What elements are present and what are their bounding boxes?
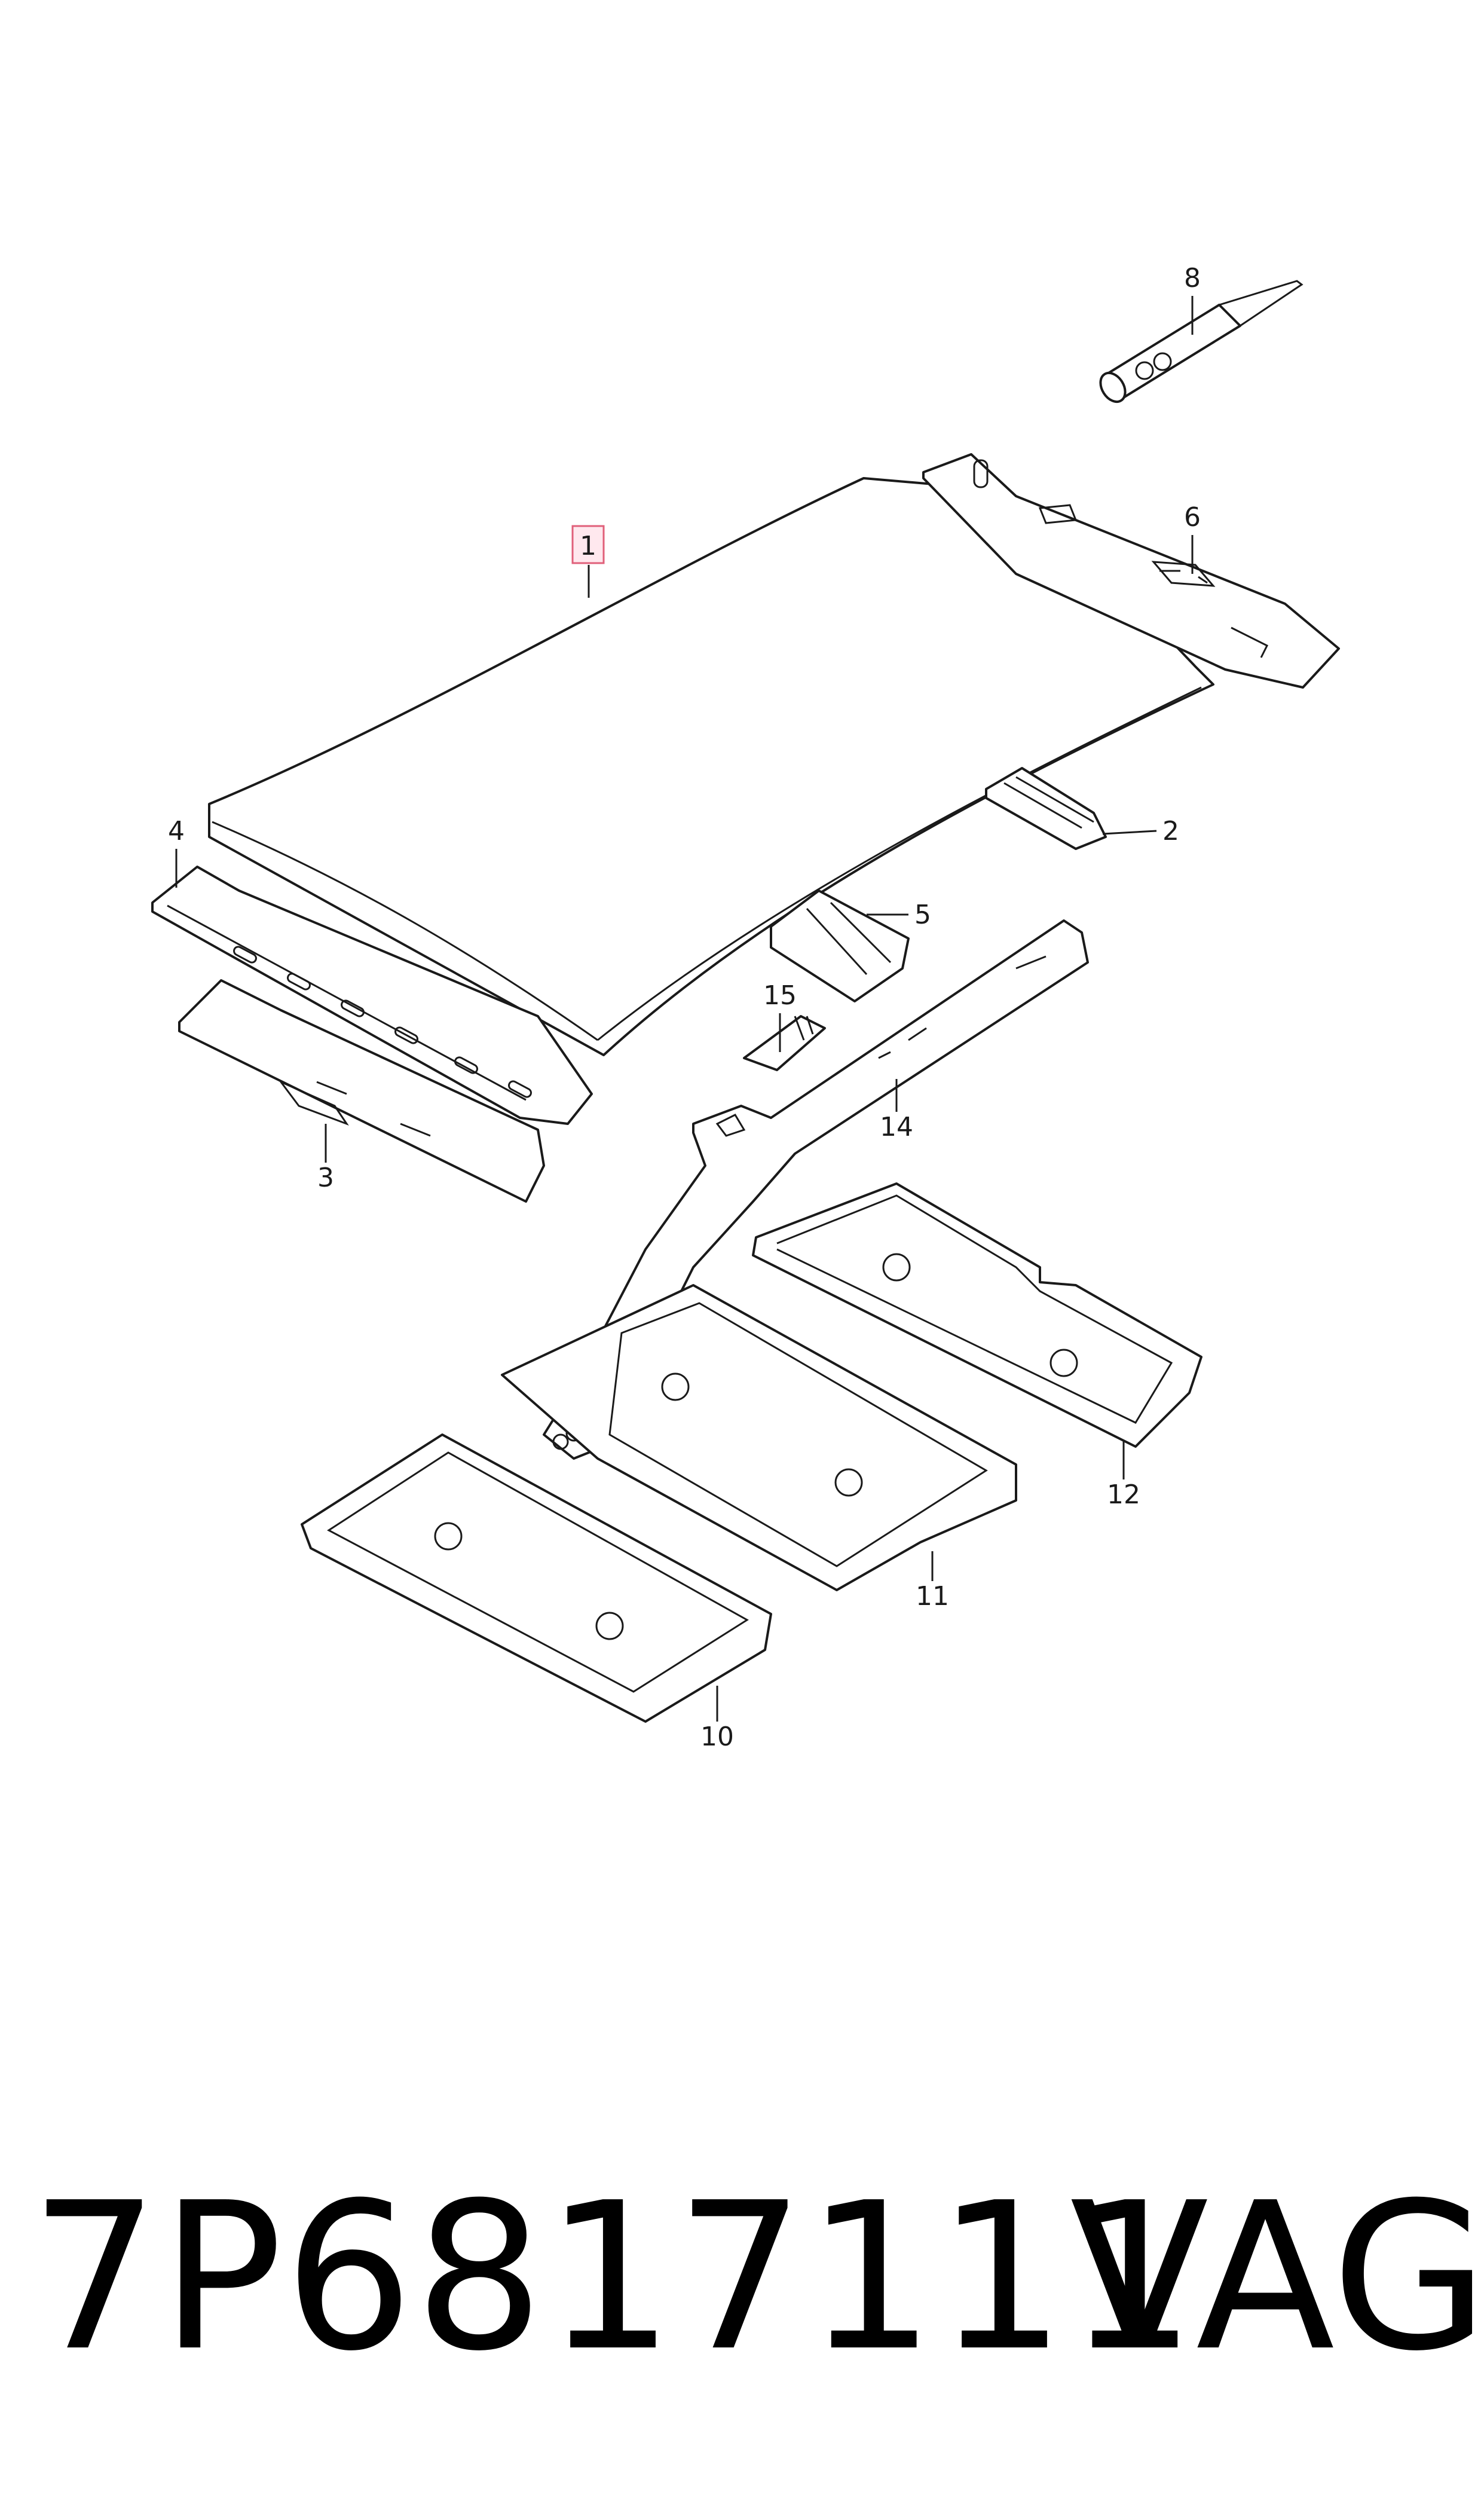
part-number: 7P6817111 — [30, 2159, 1198, 2396]
part-roof-bracket-right[interactable] — [985, 767, 1107, 850]
part-rear-roof-pad[interactable] — [752, 1182, 1203, 1448]
part-front-cross-member[interactable] — [178, 979, 545, 1203]
callout-5[interactable]: 5 — [914, 900, 931, 930]
callout-12[interactable]: 12 — [1107, 1479, 1140, 1510]
part-front-roof-pad[interactable] — [301, 1433, 772, 1723]
callout-3[interactable]: 3 — [317, 1163, 334, 1193]
callout-8[interactable]: 8 — [1184, 263, 1201, 294]
callout-15[interactable]: 15 — [763, 980, 797, 1011]
part-middle-roof-pad[interactable] — [501, 1284, 1017, 1591]
part-clip[interactable] — [743, 1015, 826, 1071]
part-roof-panel[interactable] — [208, 477, 1214, 1056]
part-rear-roof-frame[interactable] — [922, 453, 1340, 689]
callout-10[interactable]: 10 — [700, 1722, 734, 1752]
brand-label: VAG — [1070, 2159, 1484, 2396]
callout-11[interactable]: 11 — [916, 1581, 949, 1612]
exploded-parts-diagram: 1 8 6 2 5 4 3 15 14 12 11 10 — [151, 263, 1340, 1752]
svg-text:1: 1 — [580, 531, 596, 561]
callout-1[interactable]: 1 — [571, 525, 605, 564]
part-roof-bracket-center[interactable] — [770, 889, 910, 1002]
callout-2[interactable]: 2 — [1162, 816, 1179, 846]
callout-14[interactable]: 14 — [880, 1112, 913, 1142]
part-front-roof-frame[interactable] — [151, 866, 593, 1125]
callout-6[interactable]: 6 — [1184, 502, 1201, 533]
part-adhesive-cartridge[interactable] — [1096, 280, 1304, 406]
callout-4[interactable]: 4 — [168, 816, 185, 846]
leader-lines — [175, 296, 1194, 1722]
